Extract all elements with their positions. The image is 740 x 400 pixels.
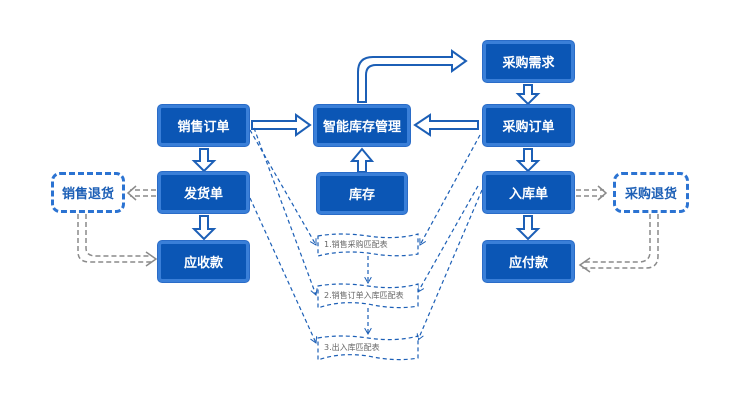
dashed-links <box>249 127 483 344</box>
arrow-purchase-order-to-inventory-mgmt <box>413 113 479 137</box>
table3-shape <box>317 335 419 361</box>
return-arrow-purchase-return-to-payable <box>578 214 659 273</box>
node-inventory[interactable]: 库存 <box>317 173 407 214</box>
node-purchase-demand-label: 采购需求 <box>502 56 555 71</box>
table2-shape <box>317 283 419 309</box>
arrow-sales-order-to-delivery <box>191 148 217 173</box>
table1-shape <box>317 233 419 257</box>
node-purchase-order-label: 采购订单 <box>502 120 555 135</box>
table1-label: 1.销售采购匹配表 <box>324 240 388 249</box>
node-payable-label: 应付款 <box>508 256 548 271</box>
link-sales-order-to-table2 <box>253 127 318 296</box>
node-receipt-note-label: 入库单 <box>508 187 548 202</box>
node-inventory-label: 库存 <box>348 188 375 203</box>
node-receivable[interactable]: 应收款 <box>158 241 249 282</box>
link-receipt-to-table3 <box>416 189 483 341</box>
node-inventory-mgmt[interactable]: 智能库存管理 <box>314 105 410 146</box>
node-purchase-demand[interactable]: 采购需求 <box>483 41 574 82</box>
link-delivery-to-table3 <box>249 197 318 344</box>
node-purchase-return[interactable]: 采购退货 <box>613 172 689 213</box>
node-sales-return-label: 销售退货 <box>61 187 114 202</box>
node-inventory-mgmt-label: 智能库存管理 <box>322 120 401 135</box>
arrow-purchase-demand-to-purchase-order <box>515 84 541 106</box>
return-arrow-delivery-to-sales-return <box>126 185 156 201</box>
arrow-inventory-to-inventory-mgmt <box>349 147 375 173</box>
node-sales-order[interactable]: 销售订单 <box>158 105 249 146</box>
node-delivery-note-label: 发货单 <box>183 187 223 202</box>
node-payable[interactable]: 应付款 <box>483 241 574 282</box>
node-sales-order-label: 销售订单 <box>177 120 230 135</box>
arrow-delivery-to-receivable <box>191 215 217 241</box>
node-receipt-note[interactable]: 入库单 <box>483 172 574 213</box>
link-receipt-to-table2 <box>417 185 479 293</box>
node-delivery-note[interactable]: 发货单 <box>158 172 249 213</box>
table2-label: 2.销售订单入库匹配表 <box>324 291 404 300</box>
node-purchase-order[interactable]: 采购订单 <box>483 105 574 146</box>
return-arrow-receipt-to-purchase-return <box>576 185 608 201</box>
arrow-receipt-to-payable <box>515 215 541 241</box>
table3-label: 3.出入库匹配表 <box>324 343 380 352</box>
link-purchase-order-to-table1 <box>419 134 481 246</box>
return-arrow-sales-return-to-receivable <box>77 214 158 267</box>
node-purchase-return-label: 采购退货 <box>624 187 677 202</box>
arrow-inventory-mgmt-to-purchase-demand <box>357 49 468 103</box>
arrow-purchase-order-to-receipt <box>515 148 541 173</box>
arrow-sales-order-to-inventory-mgmt <box>251 113 312 137</box>
node-sales-return[interactable]: 销售退货 <box>51 172 125 213</box>
link-sales-order-to-table1 <box>249 129 317 246</box>
node-receivable-label: 应收款 <box>183 256 223 271</box>
